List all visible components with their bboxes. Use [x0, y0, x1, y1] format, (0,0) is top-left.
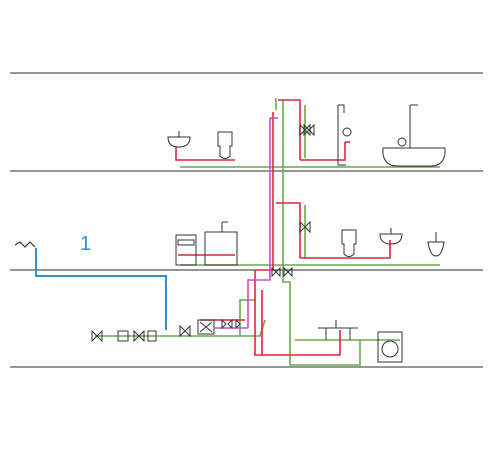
cold-water-pipes [95, 98, 440, 366]
inlet-valve-icon [91, 329, 103, 343]
kitchen-sink-cabinet-icon [204, 231, 238, 266]
lower-table-icon [318, 320, 358, 340]
hot-riser [254, 112, 274, 356]
hot-upper-fixture [175, 147, 235, 161]
valve-upper-right-icon [303, 123, 315, 137]
riser-valves-icon [271, 266, 293, 278]
valve-upper-left-icon [299, 123, 311, 137]
shower-upper-icon [337, 104, 346, 166]
supply-line: 1 [14, 233, 167, 330]
hot-water-pipes [175, 99, 391, 356]
hot-lower-fixtures [262, 330, 341, 356]
hot-mid-right [300, 240, 391, 259]
hot-mid-branch [276, 202, 301, 258]
toilet-mid-icon [341, 229, 357, 257]
water-meter-icon [147, 330, 157, 342]
shower-valve-icon [342, 127, 352, 137]
bath-mixer-upper-icon [409, 104, 418, 148]
hot-upper-right [300, 142, 346, 161]
toilet-upper-icon [217, 131, 233, 159]
supply-pipe [35, 248, 167, 330]
washbasin-mid-icon [379, 228, 403, 245]
filter-icon [117, 330, 129, 342]
valve-mid-icon [299, 220, 311, 234]
floor-lines [10, 72, 483, 368]
circulation-riser [247, 118, 271, 328]
washbasin-upper-icon [167, 131, 191, 148]
bath-valve-icon [397, 137, 407, 147]
washing-machine-icon [377, 331, 403, 363]
upper-floor-fixtures [167, 104, 446, 167]
mixing-valve-icon [235, 318, 241, 330]
urinal-icon [427, 232, 445, 257]
dishwasher-panel-icon [177, 239, 195, 246]
bathtub-upper-icon [382, 147, 446, 167]
supply-entry-icon [14, 241, 36, 248]
circulation-pipes [215, 117, 278, 329]
kitchen-faucet-icon [221, 221, 228, 232]
washing-machine-drum-icon [381, 340, 399, 358]
dishwasher-icon [175, 234, 197, 266]
heat-exchanger-icon [197, 319, 215, 335]
middle-floor-fixtures [175, 220, 445, 278]
hot-upper-branch [278, 99, 301, 160]
lower-floor-equipment [91, 318, 403, 363]
circulation-pump-icon [221, 318, 233, 330]
heat-exchanger-coil-icon [199, 321, 213, 333]
pressure-valve-icon [179, 324, 191, 338]
diagram-number-label: 1 [80, 233, 91, 255]
check-valve-icon [133, 329, 145, 343]
cold-riser [282, 100, 361, 366]
